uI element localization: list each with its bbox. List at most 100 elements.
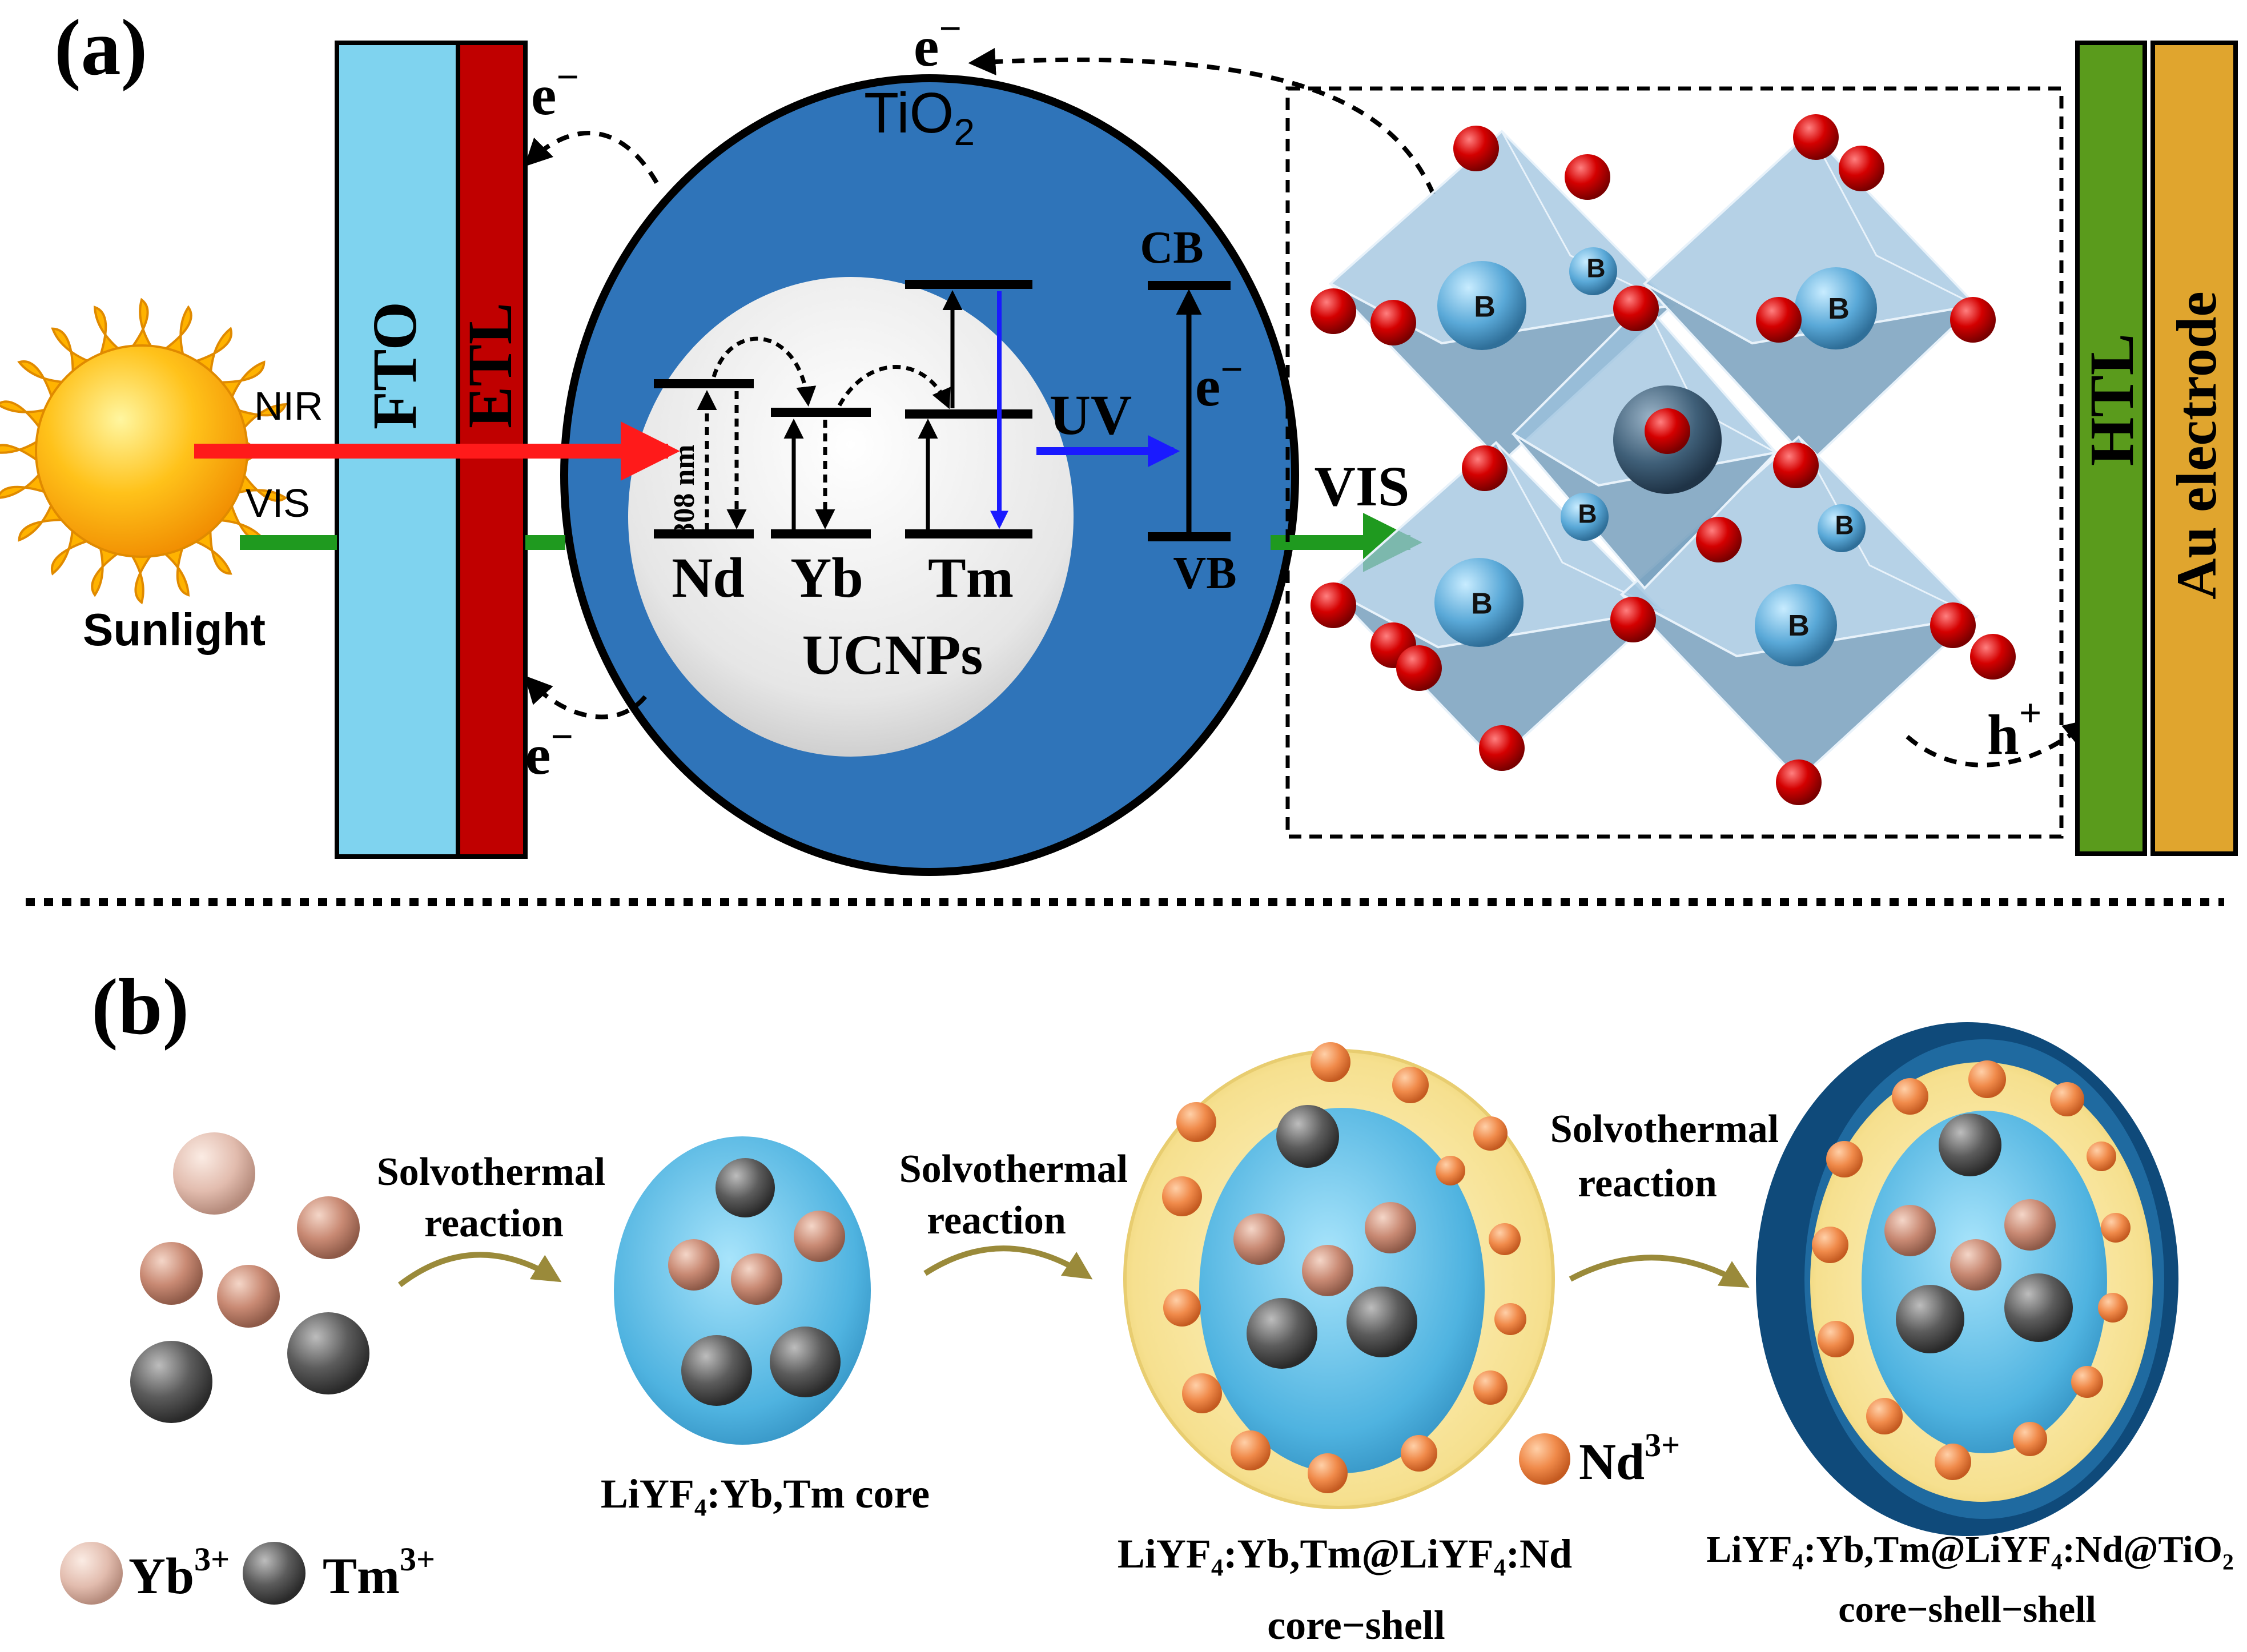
oxygen-atom	[1756, 297, 1802, 343]
yb-legend-label: Yb3+	[128, 1541, 230, 1605]
b-site-atom	[1561, 493, 1609, 541]
nd-ion	[1392, 1067, 1429, 1103]
nd-ion	[1494, 1303, 1526, 1335]
core-shell-particle	[1123, 1042, 1555, 1509]
e-top-label: e−	[914, 7, 962, 78]
yb-ion	[1365, 1202, 1416, 1253]
panel-a-label: (a)	[54, 3, 147, 92]
nd-ion	[2098, 1293, 2128, 1323]
tm-ion	[770, 1327, 841, 1397]
b-site-atom	[1437, 261, 1526, 350]
oxygen-atom	[1950, 297, 1996, 343]
tm-legend-icon	[243, 1542, 306, 1605]
oxygen-atom	[1930, 602, 1976, 648]
oxygen-atom	[1610, 597, 1656, 642]
step-arrow-1	[397, 1252, 562, 1287]
oxygen-atom	[1396, 645, 1442, 691]
octahedron-bottom-right	[1619, 435, 1980, 781]
core-particle	[614, 1136, 871, 1445]
sunlight-label: Sunlight	[83, 604, 266, 655]
tm-ion	[1276, 1105, 1339, 1168]
nd-ion	[2071, 1366, 2103, 1398]
etl-label: ETL	[455, 303, 525, 428]
oxygen-atom	[1565, 154, 1610, 200]
oxygen-atom	[1793, 114, 1839, 160]
step-arrow-2	[923, 1245, 1093, 1280]
step2-line1: Solvothermal	[899, 1147, 1128, 1191]
vis-out-label: VIS	[1315, 455, 1410, 518]
e-top-left-label: e−	[531, 55, 579, 127]
nd-ion	[1826, 1141, 1863, 1177]
oxygen-atom	[1311, 582, 1356, 628]
nd-ion	[2087, 1141, 2116, 1171]
panel-b-label: (b)	[91, 963, 189, 1051]
vis-in-label: VIS	[246, 481, 310, 525]
nd-ion	[1473, 1116, 1508, 1151]
yb-ion	[1884, 1205, 1936, 1256]
oxygen-atom	[1311, 288, 1356, 334]
nd-ion	[1818, 1321, 1854, 1357]
energy-transfer-yb-tm	[837, 365, 951, 409]
nd-ion	[1489, 1223, 1521, 1255]
b-site-label: B	[1474, 291, 1496, 324]
nd-ion	[1436, 1156, 1465, 1185]
tm-ion	[130, 1341, 212, 1423]
tm-ion	[287, 1312, 369, 1394]
nd-ion	[1866, 1398, 1903, 1434]
step2-line2: reaction	[927, 1199, 1066, 1243]
yb-ion	[217, 1265, 280, 1328]
yb-ion	[1233, 1213, 1285, 1265]
nd-ion	[1163, 1289, 1201, 1327]
au-label: Au electrode	[2165, 291, 2228, 600]
tm-legend-label: Tm3+	[323, 1541, 435, 1605]
oxygen-atom	[1370, 300, 1416, 345]
oxygen-atom	[1645, 408, 1690, 454]
nd-legend-label: Nd3+	[1579, 1426, 1680, 1490]
oxygen-atom	[1453, 126, 1499, 171]
b-site-atom	[1755, 584, 1837, 666]
b-site-atom	[1818, 504, 1866, 552]
yb-ion	[668, 1239, 719, 1291]
oxygen-atom	[1776, 759, 1822, 805]
au-electrode-layer	[2150, 41, 2238, 856]
tm-ion	[715, 1158, 775, 1217]
nd-ion	[1968, 1060, 2006, 1098]
nd-ion	[1182, 1373, 1222, 1413]
b-site-label: B	[1828, 292, 1850, 325]
b-site-label: B	[1586, 254, 1605, 283]
yb-legend-icon	[60, 1542, 123, 1605]
b-site-atom	[1569, 247, 1617, 295]
cs-caption-1: LiYF₄:Yb,Tm@LiYF₄:Nd	[1118, 1531, 1572, 1577]
vb-label: VB	[1173, 548, 1236, 598]
step3-line2: reaction	[1578, 1161, 1717, 1205]
yb-ion	[297, 1196, 360, 1259]
hole-label: h+	[1987, 692, 2042, 766]
b-site-label: B	[1835, 511, 1854, 540]
perovskite-structure: ABBBBBBB	[1311, 114, 2016, 805]
css-caption-1: LiYF₄:Yb,Tm@LiYF₄:Nd@TiO₂	[1706, 1529, 2234, 1570]
tio2-label: TiO2	[864, 81, 975, 153]
css-caption-2: core−shell−shell	[1838, 1589, 2096, 1630]
step1-line2: reaction	[424, 1201, 564, 1245]
nd-ion	[2050, 1082, 2084, 1116]
electron-arrow-top-left	[524, 131, 659, 184]
oxygen-atom	[1696, 517, 1742, 562]
yb-ion	[1950, 1239, 2001, 1291]
cb-label: CB	[1140, 223, 1203, 273]
nd-legend-icon	[1519, 1433, 1570, 1485]
tm-ion	[1346, 1287, 1417, 1357]
ucnps-label: UCNPs	[802, 623, 983, 686]
yb-ion	[140, 1242, 203, 1305]
oxygen-atom	[1479, 725, 1525, 771]
oxygen-atom	[1613, 286, 1659, 331]
nd-ion	[1176, 1102, 1216, 1142]
fto-label: FTO	[360, 302, 429, 429]
yb-ion	[173, 1132, 255, 1215]
nd-label: Nd	[672, 546, 745, 609]
nd-ion	[1231, 1430, 1271, 1470]
nd-ion	[1473, 1370, 1508, 1405]
nd-ion	[1308, 1453, 1348, 1493]
nd-ion	[2013, 1422, 2047, 1456]
b-site-label: B	[1578, 499, 1597, 529]
